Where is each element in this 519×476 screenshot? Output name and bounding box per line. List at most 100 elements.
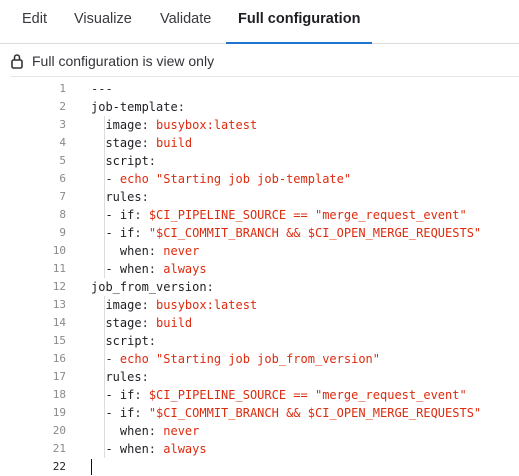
code-line: 17 rules: — [10, 368, 519, 386]
line-number: 4 — [59, 136, 66, 149]
line-number: 18 — [52, 388, 66, 401]
code-text: --- — [91, 80, 113, 98]
code-line: 1 --- — [10, 80, 519, 98]
code-punct: : — [141, 316, 157, 330]
code-punct: : — [148, 244, 164, 258]
code-punct: --- — [91, 82, 113, 96]
code-line: 10 when: never — [10, 242, 519, 260]
code-line: 22 — [10, 458, 519, 476]
code-text: stage: build — [91, 134, 192, 152]
code-punct: : — [148, 154, 157, 168]
line-number: 7 — [59, 190, 66, 203]
code-key: - if — [91, 226, 135, 240]
code-value: build — [156, 316, 193, 330]
code-text: - if: $CI_PIPELINE_SOURCE == "merge_requ… — [91, 206, 467, 224]
tab-bar: Edit Visualize Validate Full configurati… — [0, 0, 519, 44]
line-number: 17 — [52, 370, 66, 383]
code-text: script: — [91, 152, 156, 170]
code-punct: : — [141, 370, 149, 384]
code-text: stage: build — [91, 314, 192, 332]
text-cursor — [91, 459, 92, 475]
code-line: 7 rules: — [10, 188, 519, 206]
code-key: when — [91, 424, 149, 438]
line-number: 21 — [52, 442, 66, 455]
tab-visualize[interactable]: Visualize — [74, 11, 132, 27]
line-number: 8 — [59, 208, 66, 221]
code-punct: - — [105, 172, 120, 186]
code-key: script — [91, 334, 149, 348]
code-value: busybox:latest — [156, 298, 258, 312]
code-value: always — [163, 442, 207, 456]
line-number: 15 — [52, 334, 66, 347]
code-punct: : — [134, 406, 149, 420]
code-line: 2 job-template: — [10, 98, 519, 116]
line-number: 12 — [52, 280, 66, 293]
line-number: 5 — [59, 154, 66, 167]
code-key: when — [91, 244, 149, 258]
line-number: 14 — [52, 316, 66, 329]
code-value: never — [163, 424, 200, 438]
line-number: 16 — [52, 352, 66, 365]
code-text: script: — [91, 332, 156, 350]
line-number: 1 — [59, 82, 66, 95]
indent-guide — [104, 116, 105, 278]
code-editor[interactable]: 1 --- 2 job-template: 3 image: busybox:lates… — [10, 76, 519, 476]
code-key: - when — [91, 442, 149, 456]
line-number: 13 — [52, 298, 66, 311]
code-value: "$CI_COMMIT_BRANCH && $CI_OPEN_MERGE_REQ… — [148, 406, 482, 420]
code-key: job_from_version — [91, 280, 207, 294]
code-line: 20 when: never — [10, 422, 519, 440]
code-text: image: busybox:latest — [91, 116, 257, 134]
code-key: - if — [91, 406, 135, 420]
code-punct: : — [177, 100, 185, 114]
code-value: never — [163, 244, 200, 258]
code-line: 11 - when: always — [10, 260, 519, 278]
code-punct: : — [141, 190, 149, 204]
code-line: 9 - if: "$CI_COMMIT_BRANCH && $CI_OPEN_M… — [10, 224, 519, 242]
code-text: when: never — [91, 422, 199, 440]
code-line: 14 stage: build — [10, 314, 519, 332]
line-number: 22 — [52, 460, 66, 473]
code-value: busybox:latest — [156, 118, 258, 132]
code-value: echo "Starting job job_from_version" — [119, 352, 380, 366]
code-value: echo "Starting job job-template" — [119, 172, 352, 186]
code-value: $CI_PIPELINE_SOURCE == "merge_request_ev… — [148, 208, 467, 222]
code-text: rules: — [91, 188, 149, 206]
code-text: rules: — [91, 368, 149, 386]
code-line: 21 - when: always — [10, 440, 519, 458]
line-number: 19 — [52, 406, 66, 419]
code-key: image — [91, 298, 142, 312]
line-number: 2 — [59, 100, 66, 113]
code-line: 12 job_from_version: — [10, 278, 519, 296]
code-key: script — [91, 154, 149, 168]
code-text: when: never — [91, 242, 199, 260]
code-value: $CI_PIPELINE_SOURCE == "merge_request_ev… — [148, 388, 467, 402]
code-text: job-template: — [91, 98, 185, 116]
code-punct: - — [105, 352, 120, 366]
line-number: 10 — [52, 244, 66, 257]
code-line: 13 image: busybox:latest — [10, 296, 519, 314]
code-line: 5 script: — [10, 152, 519, 170]
lock-icon — [11, 54, 23, 69]
code-text: job_from_version: — [91, 278, 214, 296]
tab-validate[interactable]: Validate — [160, 11, 212, 27]
code-value: "$CI_COMMIT_BRANCH && $CI_OPEN_MERGE_REQ… — [148, 226, 482, 240]
code-punct: : — [148, 442, 164, 456]
code-punct: : — [134, 388, 149, 402]
line-number: 6 — [59, 172, 66, 185]
code-punct: : — [134, 226, 149, 240]
indent-guide — [104, 296, 105, 458]
view-only-notice: Full configuration is view only — [10, 50, 214, 72]
code-text: - echo "Starting job job_from_version" — [91, 350, 380, 368]
tab-edit[interactable]: Edit — [22, 11, 47, 27]
code-punct: : — [141, 118, 157, 132]
code-punct: : — [141, 298, 157, 312]
code-text: - if: $CI_PIPELINE_SOURCE == "merge_requ… — [91, 386, 467, 404]
code-line: 19 - if: "$CI_COMMIT_BRANCH && $CI_OPEN_… — [10, 404, 519, 422]
tab-full-configuration[interactable]: Full configuration — [226, 0, 372, 44]
code-punct: : — [206, 280, 214, 294]
code-punct: : — [134, 208, 149, 222]
code-key: - if — [91, 388, 135, 402]
line-number: 3 — [59, 118, 66, 131]
code-key: - if — [91, 208, 135, 222]
